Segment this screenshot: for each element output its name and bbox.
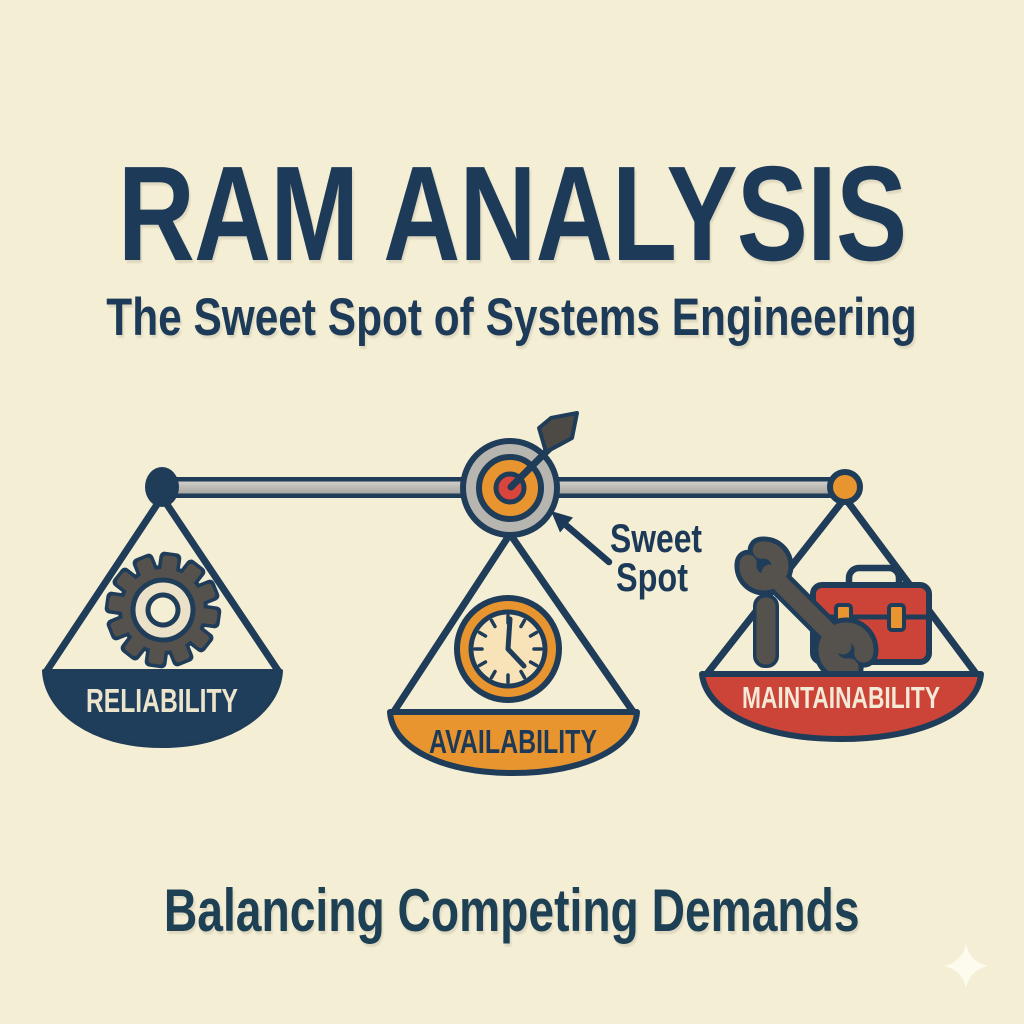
pan-label-reliability: RELIABILITY — [86, 682, 238, 719]
page-title: RAM ANALYSIS — [0, 146, 1024, 281]
target-bullseye-icon — [460, 411, 579, 538]
sparkle-icon — [944, 944, 988, 988]
page-title-text: RAM ANALYSIS — [117, 138, 907, 289]
footer-caption-text: Balancing Competing Demands — [164, 877, 860, 944]
page-subtitle-text: The Sweet Spot of Systems Engineering — [106, 288, 918, 347]
pan-strings — [389, 530, 638, 717]
right-pivot-dot — [827, 469, 863, 505]
pan-availability: AVAILABILITY — [387, 530, 640, 776]
page-subtitle: The Sweet Spot of Systems Engineering — [0, 291, 1024, 344]
pan-maintainability: MAINTAINABILITY — [699, 494, 984, 742]
footer-caption: Balancing Competing Demands — [0, 881, 1024, 941]
screwdriver-icon — [753, 594, 779, 668]
left-pivot-dot — [145, 467, 179, 507]
pan-label-availability: AVAILABILITY — [429, 723, 597, 760]
sweet-spot-label-line2: Spot — [616, 556, 688, 600]
pan-bowl-availability — [387, 709, 640, 776]
pan-bowl-reliability — [42, 669, 283, 748]
clock-hands — [505, 616, 527, 669]
pan-label-maintainability: MAINTAINABILITY — [742, 680, 940, 715]
sweet-spot-arrowhead — [551, 511, 573, 533]
gear-icon — [104, 551, 222, 669]
pan-bowl-maintainability — [699, 671, 984, 742]
pan-reliability: RELIABILITY — [42, 493, 283, 748]
sweet-spot-arrow — [563, 522, 613, 566]
wrench-icon — [734, 536, 879, 683]
clock-icon — [454, 595, 562, 703]
sweet-spot-annotation: Sweet Spot — [551, 511, 702, 600]
pan-strings — [42, 493, 283, 676]
dart-icon — [507, 411, 579, 491]
sweet-spot-label-line1: Sweet — [610, 517, 702, 561]
